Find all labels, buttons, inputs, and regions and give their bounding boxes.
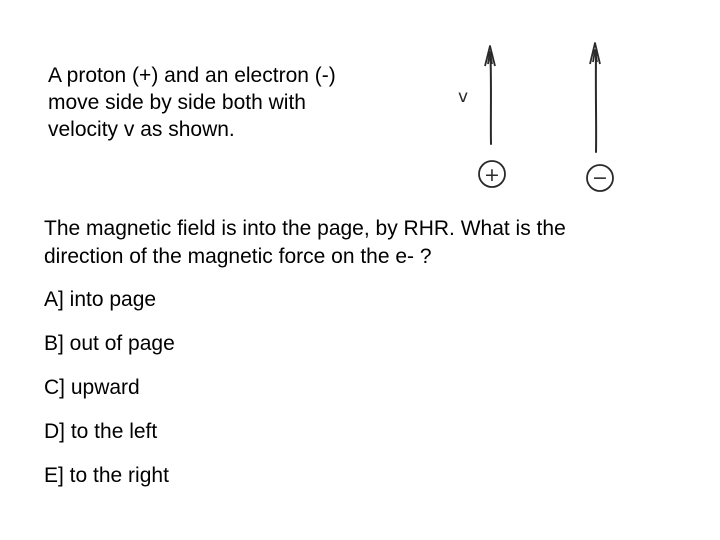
proton-charge-symbol: +: [484, 164, 500, 186]
electron-charge: −: [586, 164, 614, 192]
answer-choice-b: B] out of page: [44, 332, 175, 355]
proton-charge: +: [478, 160, 506, 188]
electron-charge-symbol: −: [592, 167, 608, 189]
velocity-label: v: [458, 87, 468, 107]
question-text: The magnetic field is into the page, by …: [44, 215, 684, 271]
electron-velocity-arrow: [589, 42, 601, 153]
problem-statement-line: move side by side both with: [48, 91, 306, 114]
answer-choice-a: A] into page: [44, 288, 157, 311]
question-line: The magnetic field is into the page, by …: [44, 217, 566, 240]
proton-velocity-arrow: [484, 45, 496, 145]
problem-statement-line: A proton (+) and an electron (-): [48, 64, 336, 87]
answer-choices: A] into page B] out of page C] upward D]…: [44, 286, 175, 506]
answer-choice-e: E] to the right: [44, 464, 169, 487]
problem-statement: A proton (+) and an electron (-) move si…: [48, 62, 408, 143]
problem-statement-line: velocity v as shown.: [48, 118, 235, 141]
answer-choice-d: D] to the left: [44, 420, 158, 443]
question-line: direction of the magnetic force on the e…: [44, 245, 432, 268]
answer-choice-c: C] upward: [44, 376, 140, 399]
velocity-sketch: v + −: [458, 42, 614, 192]
